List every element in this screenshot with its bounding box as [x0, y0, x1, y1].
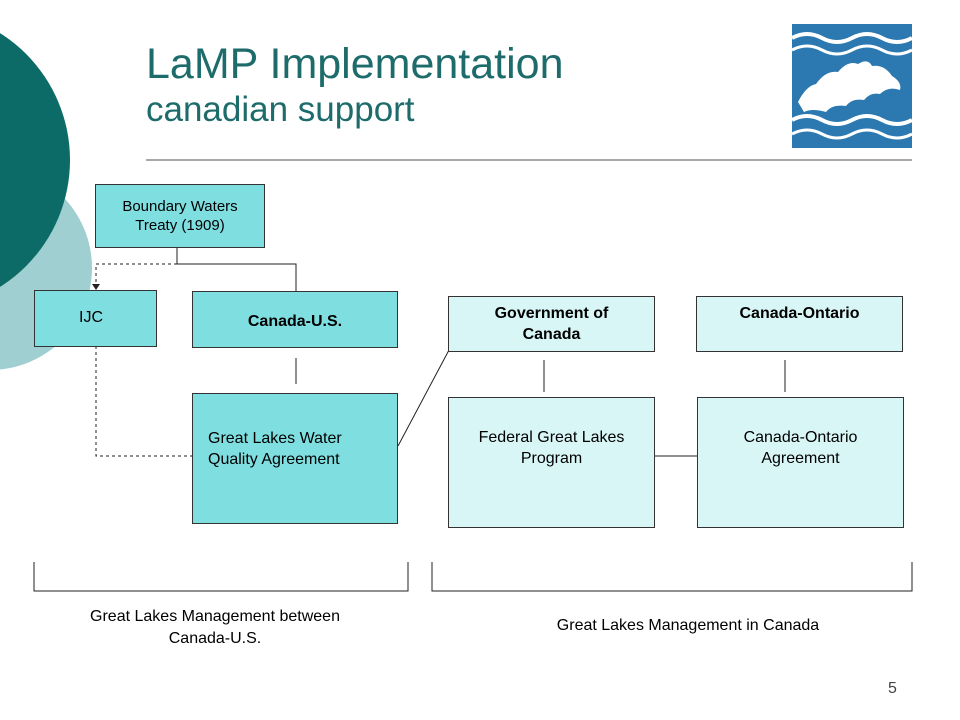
node-boundary-waters-treaty-label: Boundary Waters Treaty (1909) [122, 197, 238, 235]
node-government-of-canada: Government of Canada [448, 296, 655, 352]
node-government-of-canada-label: Government of Canada [494, 305, 609, 343]
right-group-label: Great Lakes Management in Canada [556, 617, 820, 634]
node-boundary-waters-treaty: Boundary Waters Treaty (1909) [95, 184, 265, 248]
connector-glwqa-gov-canada [397, 349, 450, 447]
node-ijc: IJC [34, 290, 157, 347]
node-ijc-label: IJC [79, 309, 103, 326]
node-federal-great-lakes-program: Federal Great Lakes Program [448, 397, 655, 528]
node-glwqa-label: Great Lakes Water Quality Agreement [208, 430, 342, 468]
node-canada-ontario: Canada-Ontario [696, 296, 903, 352]
node-canada-us: Canada-U.S. [192, 291, 398, 348]
connector-bwt-ijc [95, 263, 177, 284]
node-federal-great-lakes-program-label: Federal Great Lakes Program [478, 429, 625, 467]
node-canada-ontario-agreement: Canada-Ontario Agreement [697, 397, 904, 528]
connector-bwt-canada-us [176, 248, 297, 291]
node-glwqa: Great Lakes Water Quality Agreement [192, 393, 398, 524]
node-canada-ontario-agreement-label: Canada-Ontario Agreement [743, 429, 858, 467]
lake-superior-logo [792, 24, 912, 148]
left-group-bracket [33, 562, 409, 592]
left-group-label: Great Lakes Management between Canada-U.… [90, 608, 340, 647]
dark-circle-decoration [0, 33, 70, 287]
page-number: 5 [888, 680, 897, 697]
slide-subtitle: canadian support [146, 90, 415, 129]
connector-ijc-glwqa [95, 346, 192, 457]
right-group-bracket [431, 562, 913, 592]
node-canada-us-label: Canada-U.S. [247, 313, 343, 330]
slide-title: LaMP Implementation [146, 40, 564, 88]
node-canada-ontario-label: Canada-Ontario [739, 305, 860, 322]
